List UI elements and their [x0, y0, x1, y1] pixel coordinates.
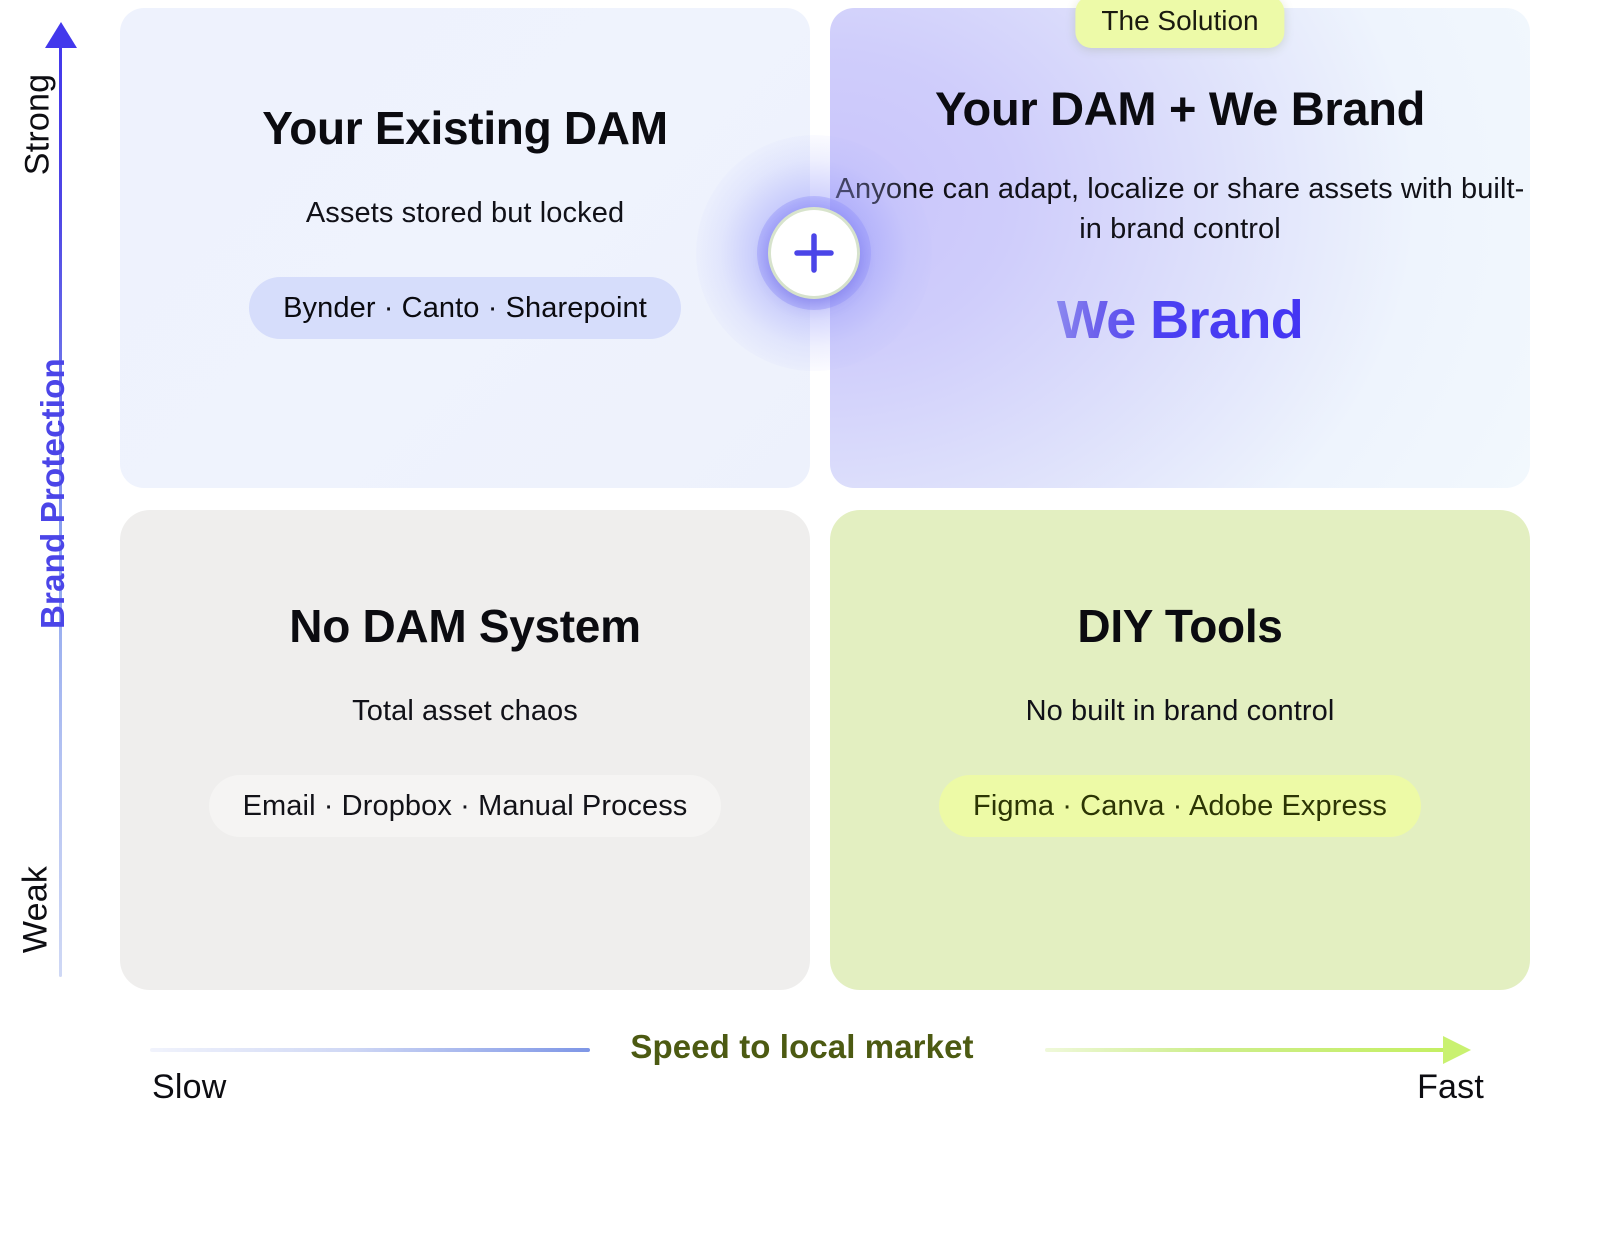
- y-axis: Strong Brand Protection Weak: [0, 0, 140, 1000]
- quadrant-top-left[interactable]: Your Existing DAM Assets stored but lock…: [120, 8, 810, 488]
- y-axis-title: Brand Protection: [34, 358, 71, 629]
- quadrant-tools-chip: Email · Dropbox · Manual Process: [208, 774, 722, 838]
- quadrant-bottom-right-body: DIY Tools No built in brand control Figm…: [830, 510, 1530, 990]
- x-axis-left-label: Slow: [152, 1068, 227, 1106]
- quadrant-bottom-left-body: No DAM System Total asset chaos Email · …: [120, 510, 810, 990]
- quadrant-grid: Your Existing DAM Assets stored but lock…: [120, 0, 1530, 990]
- quadrant-top-left-body: Your Existing DAM Assets stored but lock…: [120, 8, 810, 488]
- quadrant-title: DIY Tools: [1077, 600, 1283, 652]
- quadrant-subtitle: No built in brand control: [1025, 695, 1335, 728]
- quadrant-subtitle: Anyone can adapt, localize or share asse…: [835, 173, 1525, 246]
- x-axis-line-right: [1045, 1048, 1445, 1052]
- x-axis: Speed to local market Slow Fast: [0, 1010, 1604, 1130]
- x-axis-right-label: Fast: [1417, 1068, 1484, 1106]
- quadrant-bottom-right[interactable]: DIY Tools No built in brand control Figm…: [830, 510, 1530, 990]
- quadrant-tools-chip: Bynder · Canto · Sharepoint: [249, 276, 681, 340]
- y-axis-line: [59, 42, 62, 977]
- quadrant-title: Your DAM + We Brand: [934, 82, 1426, 135]
- quadrant-bottom-left[interactable]: No DAM System Total asset chaos Email · …: [120, 510, 810, 990]
- x-axis-arrowhead-icon: [1443, 1036, 1471, 1064]
- x-axis-title: Speed to local market: [630, 1028, 974, 1065]
- quadrant-tools-chip: Figma · Canva · Adobe Express: [939, 774, 1421, 838]
- quadrant-title: Your Existing DAM: [262, 102, 668, 154]
- y-axis-top-label: Strong: [18, 73, 57, 176]
- quadrant-subtitle: Total asset chaos: [352, 695, 578, 728]
- quadrant-subtitle: Assets stored but locked: [305, 197, 625, 230]
- x-axis-line-left: [150, 1048, 590, 1052]
- we-brand-wordmark: We Brand: [1056, 290, 1304, 351]
- quadrant-top-right-body: Your DAM + We Brand Anyone can adapt, lo…: [830, 8, 1530, 488]
- plus-icon[interactable]: [771, 210, 857, 296]
- quadrant-title: No DAM System: [289, 600, 641, 652]
- y-axis-bottom-label: Weak: [16, 865, 55, 954]
- solution-badge: The Solution: [1075, 0, 1285, 48]
- quadrant-top-right[interactable]: The Solution Your DAM + We Brand Anyone …: [830, 0, 1530, 488]
